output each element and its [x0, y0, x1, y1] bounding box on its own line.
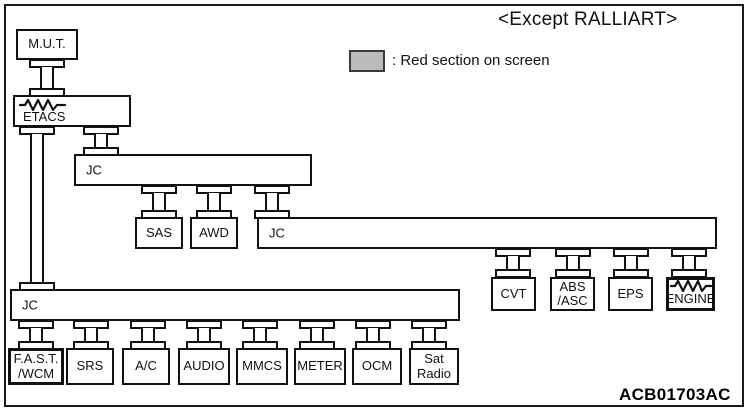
connector-wire-etacs-jc-bottom — [30, 134, 44, 283]
node-mmcs[interactable]: MMCS — [236, 348, 288, 385]
node-fast-wcm[interactable]: F.A.S.T. /WCM — [8, 348, 64, 385]
connector-wire-jc-bottom-sat-radio — [422, 328, 436, 342]
connector-wire-jc-bottom-audio — [197, 328, 211, 342]
connector-wire-jc-mid-abs — [566, 256, 580, 270]
connector-wire-jc-mid-cvt — [506, 256, 520, 270]
connector-wire-jc-bottom-fast — [29, 328, 43, 342]
node-ocm[interactable]: OCM — [352, 348, 402, 385]
node-abs-asc[interactable]: ABS /ASC — [550, 277, 595, 311]
node-ac[interactable]: A/C — [122, 348, 170, 385]
legend-label: : Red section on screen — [392, 52, 550, 69]
node-engine-label: ENGINE — [665, 290, 716, 306]
connector-wire-jc-bottom-ac — [141, 328, 155, 342]
node-sat-radio[interactable]: Sat Radio — [409, 348, 459, 385]
node-cvt-label: CVT — [500, 285, 527, 301]
bus-jc-top[interactable]: JC — [74, 154, 312, 186]
node-sat-radio-label: Sat Radio — [417, 351, 451, 381]
node-etacs-label: ETACS — [23, 109, 66, 125]
connector-wire-jc-mid-engine — [682, 256, 696, 270]
connector-wire-jc-top-awd — [207, 193, 221, 211]
connector-wire-jc-bottom-ocm — [366, 328, 380, 342]
node-audio[interactable]: AUDIO — [178, 348, 230, 385]
node-mmcs-label: MMCS — [242, 358, 282, 374]
legend-swatch — [349, 50, 385, 72]
node-mut[interactable]: M.U.T. — [16, 29, 78, 60]
node-ocm-label: OCM — [361, 358, 393, 374]
node-cvt[interactable]: CVT — [491, 277, 536, 311]
node-srs[interactable]: SRS — [66, 348, 114, 385]
connector-wire-jc-bottom-srs — [84, 328, 98, 342]
connector-wire-jc-bottom-meter — [310, 328, 324, 342]
bus-jc-top-label: JC — [86, 162, 102, 178]
node-meter-label: METER — [297, 358, 343, 374]
bus-jc-bottom[interactable]: JC — [10, 289, 460, 321]
node-awd-label: AWD — [199, 224, 229, 240]
node-audio-label: AUDIO — [183, 358, 225, 374]
page-title: <Except RALLIART> — [498, 9, 678, 30]
node-engine[interactable]: ENGINE — [666, 277, 715, 311]
bus-jc-mid-label: JC — [269, 225, 285, 241]
bus-jc-bottom-label: JC — [22, 297, 38, 313]
bus-jc-mid[interactable]: JC — [257, 217, 717, 249]
connector-wire-jc-bottom-mmcs — [253, 328, 267, 342]
connector-wire-mut-etacs — [40, 67, 54, 89]
node-abs-asc-label: ABS /ASC — [557, 278, 588, 308]
connector-wire-jc-mid-eps — [624, 256, 638, 270]
node-meter[interactable]: METER — [294, 348, 346, 385]
node-eps[interactable]: EPS — [608, 277, 653, 311]
node-fast-wcm-label: F.A.S.T. /WCM — [13, 351, 59, 381]
connector-wire-jc-top-sas — [152, 193, 166, 211]
node-eps-label: EPS — [617, 285, 644, 301]
node-etacs[interactable]: ETACS — [13, 95, 131, 127]
connector-wire-etacs-jc-top — [94, 134, 108, 148]
node-ac-label: A/C — [135, 358, 157, 374]
connector-wire-jc-top-jc-mid — [265, 193, 279, 211]
node-awd[interactable]: AWD — [190, 217, 238, 249]
node-sas-label: SAS — [145, 224, 172, 240]
figure-code: ACB01703AC — [619, 385, 731, 404]
node-sas[interactable]: SAS — [135, 217, 183, 249]
node-srs-label: SRS — [76, 358, 104, 374]
node-mut-label: M.U.T. — [28, 36, 66, 52]
